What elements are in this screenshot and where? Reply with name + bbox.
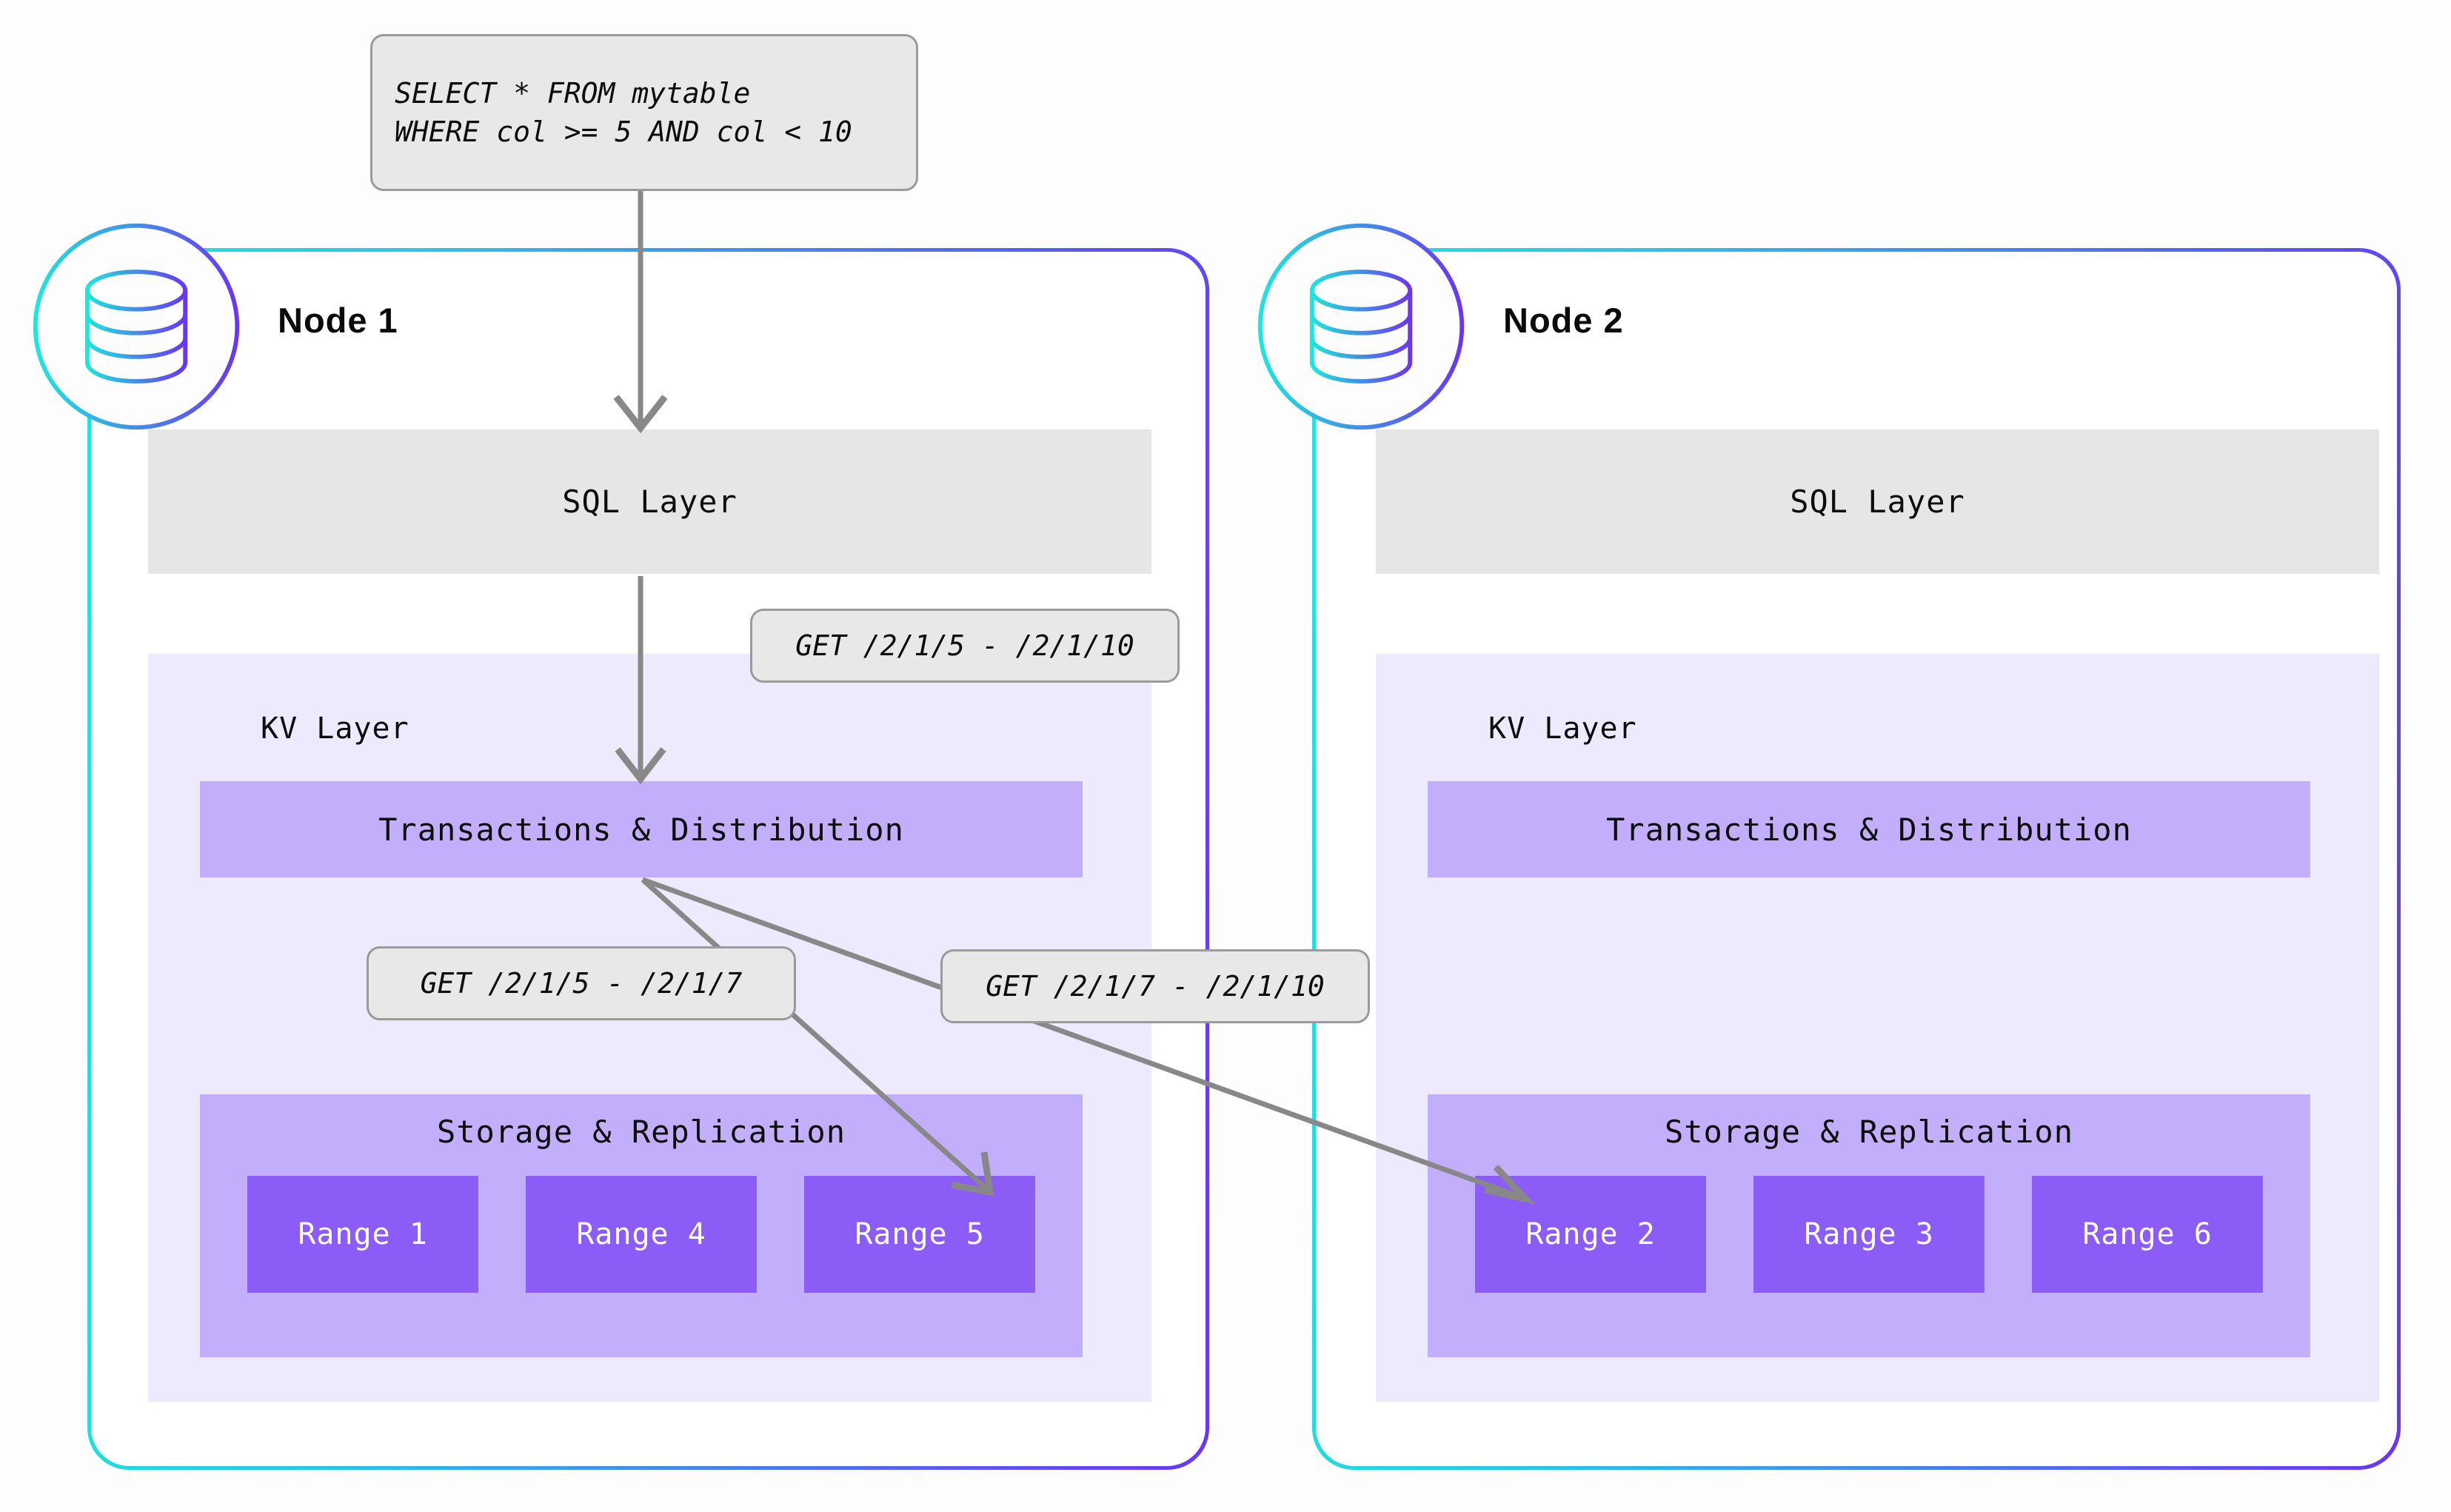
node-2-storage: Storage & Replication Range 2 Range 3 Ra… [1428, 1094, 2310, 1357]
node-1-range-4[interactable]: Range 4 [526, 1176, 757, 1293]
node-2-range-6-label: Range 6 [2082, 1217, 2213, 1251]
node-2-kv-layer-label: KV Layer [1488, 712, 1637, 746]
node-2-storage-label: Storage & Replication [1664, 1114, 2073, 1150]
node-2-range-3[interactable]: Range 3 [1753, 1176, 1984, 1293]
node-2-range-2[interactable]: Range 2 [1475, 1176, 1706, 1293]
node-1-range-row: Range 1 Range 4 Range 5 [200, 1176, 1083, 1293]
node-1-kv-layer-label: KV Layer [261, 712, 409, 746]
node-2-title: Node 2 [1503, 301, 1624, 340]
node-1-sql-layer-label: SQL Layer [562, 484, 738, 520]
get-left-label: GET /2/1/5 - /2/1/7 [367, 946, 796, 1020]
get-left-text: GET /2/1/5 - /2/1/7 [420, 966, 743, 1000]
get-full-label: GET /2/1/5 - /2/1/10 [750, 609, 1180, 683]
node-2-database-icon [1253, 218, 1469, 435]
node-1-range-4-label: Range 4 [576, 1217, 706, 1251]
query-line-2: WHERE col >= 5 AND col < 10 [395, 116, 852, 148]
node-2-sql-layer: SQL Layer [1376, 429, 2379, 574]
node-2-range-row: Range 2 Range 3 Range 6 [1428, 1176, 2310, 1293]
node-1-range-5[interactable]: Range 5 [804, 1176, 1035, 1293]
node-1-range-1-label: Range 1 [298, 1217, 428, 1251]
node-2-transactions-label: Transactions & Distribution [1606, 811, 2132, 848]
node-1-range-1[interactable]: Range 1 [247, 1176, 478, 1293]
get-full-text: GET /2/1/5 - /2/1/10 [795, 629, 1134, 662]
node-1-sql-layer: SQL Layer [148, 429, 1151, 574]
query-line-1: SELECT * FROM mytable [395, 76, 751, 110]
node-2-range-3-label: Range 3 [1804, 1217, 1934, 1251]
get-right-label: GET /2/1/7 - /2/1/10 [940, 949, 1370, 1023]
node-1-title: Node 1 [278, 301, 398, 340]
node-1-range-5-label: Range 5 [855, 1217, 985, 1251]
node-1-storage-label: Storage & Replication [436, 1114, 846, 1150]
get-right-text: GET /2/1/7 - /2/1/10 [986, 969, 1325, 1003]
node-2-range-6[interactable]: Range 6 [2032, 1176, 2263, 1293]
node-1-transactions-label: Transactions & Distribution [378, 811, 904, 848]
node-2-sql-layer-label: SQL Layer [1790, 484, 1965, 520]
node-2-transactions: Transactions & Distribution [1428, 781, 2310, 877]
query-box: SELECT * FROM mytable WHERE col >= 5 AND… [370, 34, 918, 191]
node-1-database-icon [28, 218, 244, 435]
node-1-transactions: Transactions & Distribution [200, 781, 1083, 877]
node-2-range-2-label: Range 2 [1525, 1217, 1656, 1251]
node-1-storage: Storage & Replication Range 1 Range 4 Ra… [200, 1094, 1083, 1357]
